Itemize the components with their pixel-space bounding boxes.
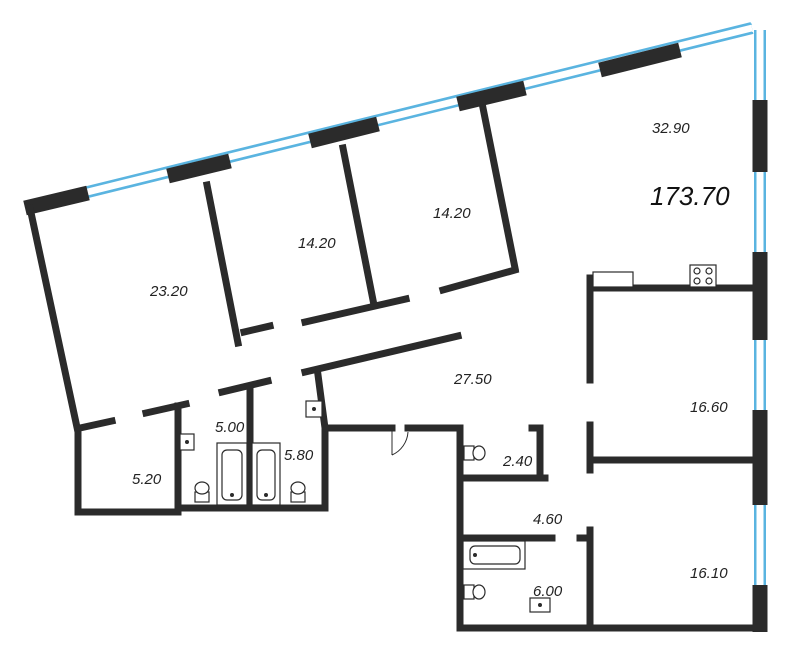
- room-area-hall: 27.50: [453, 371, 492, 388]
- room-area-living-room: 32.90: [652, 120, 690, 137]
- room-area-bedroom-center: 14.20: [298, 235, 336, 252]
- east-facade: [752, 30, 768, 632]
- north-facade: [23, 22, 754, 216]
- room-area-bathroom-right: 5.80: [284, 447, 314, 464]
- total-area-label: 173.70: [650, 181, 730, 211]
- room-area-wc-small: 2.40: [502, 453, 533, 470]
- room-area-corridor: 4.60: [533, 511, 563, 528]
- room-area-storage-room: 5.20: [132, 471, 162, 488]
- interior-walls: [75, 103, 764, 632]
- entrance-door: [391, 428, 409, 456]
- room-area-bedroom-southeast-lower: 16.10: [690, 565, 728, 582]
- sanitary-fixtures: [179, 400, 551, 613]
- room-area-bathroom-left: 5.00: [215, 419, 245, 436]
- room-area-bedroom-southeast-upper: 16.60: [690, 399, 728, 416]
- stove-icon: [689, 264, 717, 288]
- kitchen-counter: [592, 271, 634, 288]
- outer-walls: [25, 203, 764, 632]
- area-labels: 173.70 32.90 23.20 14.20 14.20 27.50 16.…: [132, 120, 730, 600]
- kitchen: [592, 264, 717, 288]
- room-area-bedroom-east: 14.20: [433, 205, 471, 222]
- room-area-bedroom-west: 23.20: [149, 283, 188, 300]
- room-area-bathroom-south: 6.00: [533, 583, 563, 600]
